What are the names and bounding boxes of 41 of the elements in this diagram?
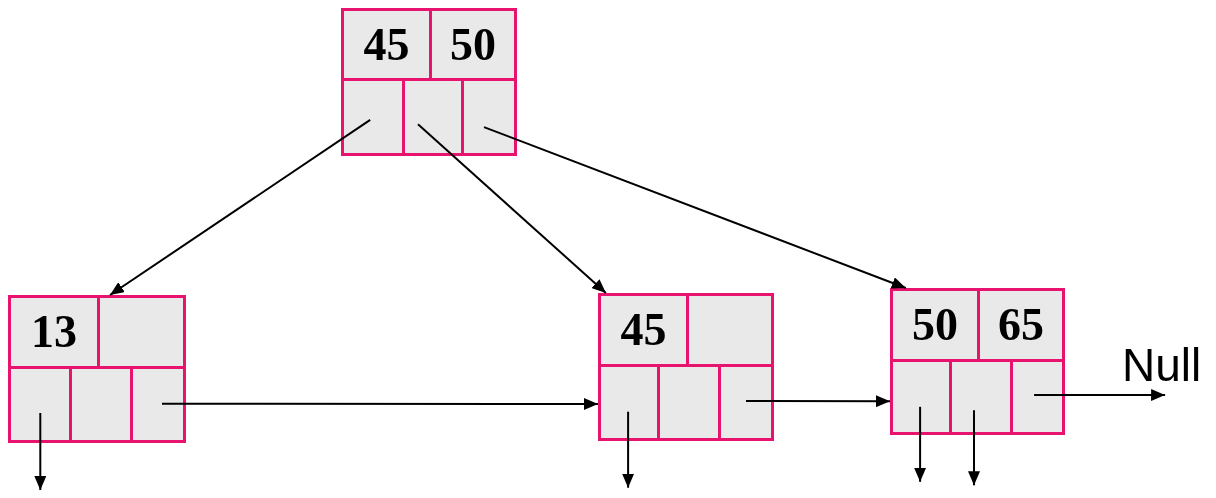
pointer-cell [721,367,771,438]
key-value: 50 [912,302,958,348]
pointer-cell [952,362,1013,432]
pointer-cell [72,369,133,440]
key-cell [100,298,183,369]
arrow [34,412,47,491]
tree-node [8,295,186,443]
pointer-cell [133,369,183,440]
pointer-cell [893,362,952,432]
pointer-cell [660,367,721,438]
arrow [109,118,372,296]
pointer-cell [1013,362,1062,432]
null-label: Null [1122,342,1202,395]
pointer-cell [601,367,660,438]
key-cell [893,291,980,362]
key-value: 65 [998,302,1044,348]
arrow [161,398,599,410]
arrow [968,409,980,487]
pointer-cell [344,81,405,153]
tree-node [890,288,1065,435]
key-value: 50 [450,21,496,68]
key-cell [11,298,100,369]
arrow [745,395,891,408]
arrow [914,405,927,483]
key-cell [980,291,1062,362]
arrow [1033,389,1167,401]
arrow [417,123,607,294]
key-value: 13 [31,309,77,355]
pointer-cell [464,81,514,153]
key-cell [601,296,689,367]
tree-node [341,8,517,156]
pointer-cell [11,369,72,440]
arrow [622,410,635,489]
pointer-cell [405,81,464,153]
key-cell [432,11,514,81]
key-cell [689,296,771,367]
key-cell [344,11,432,81]
key-value: 45 [363,21,410,68]
key-value: 45 [620,307,667,353]
arrow [483,126,907,289]
tree-node [598,293,774,441]
